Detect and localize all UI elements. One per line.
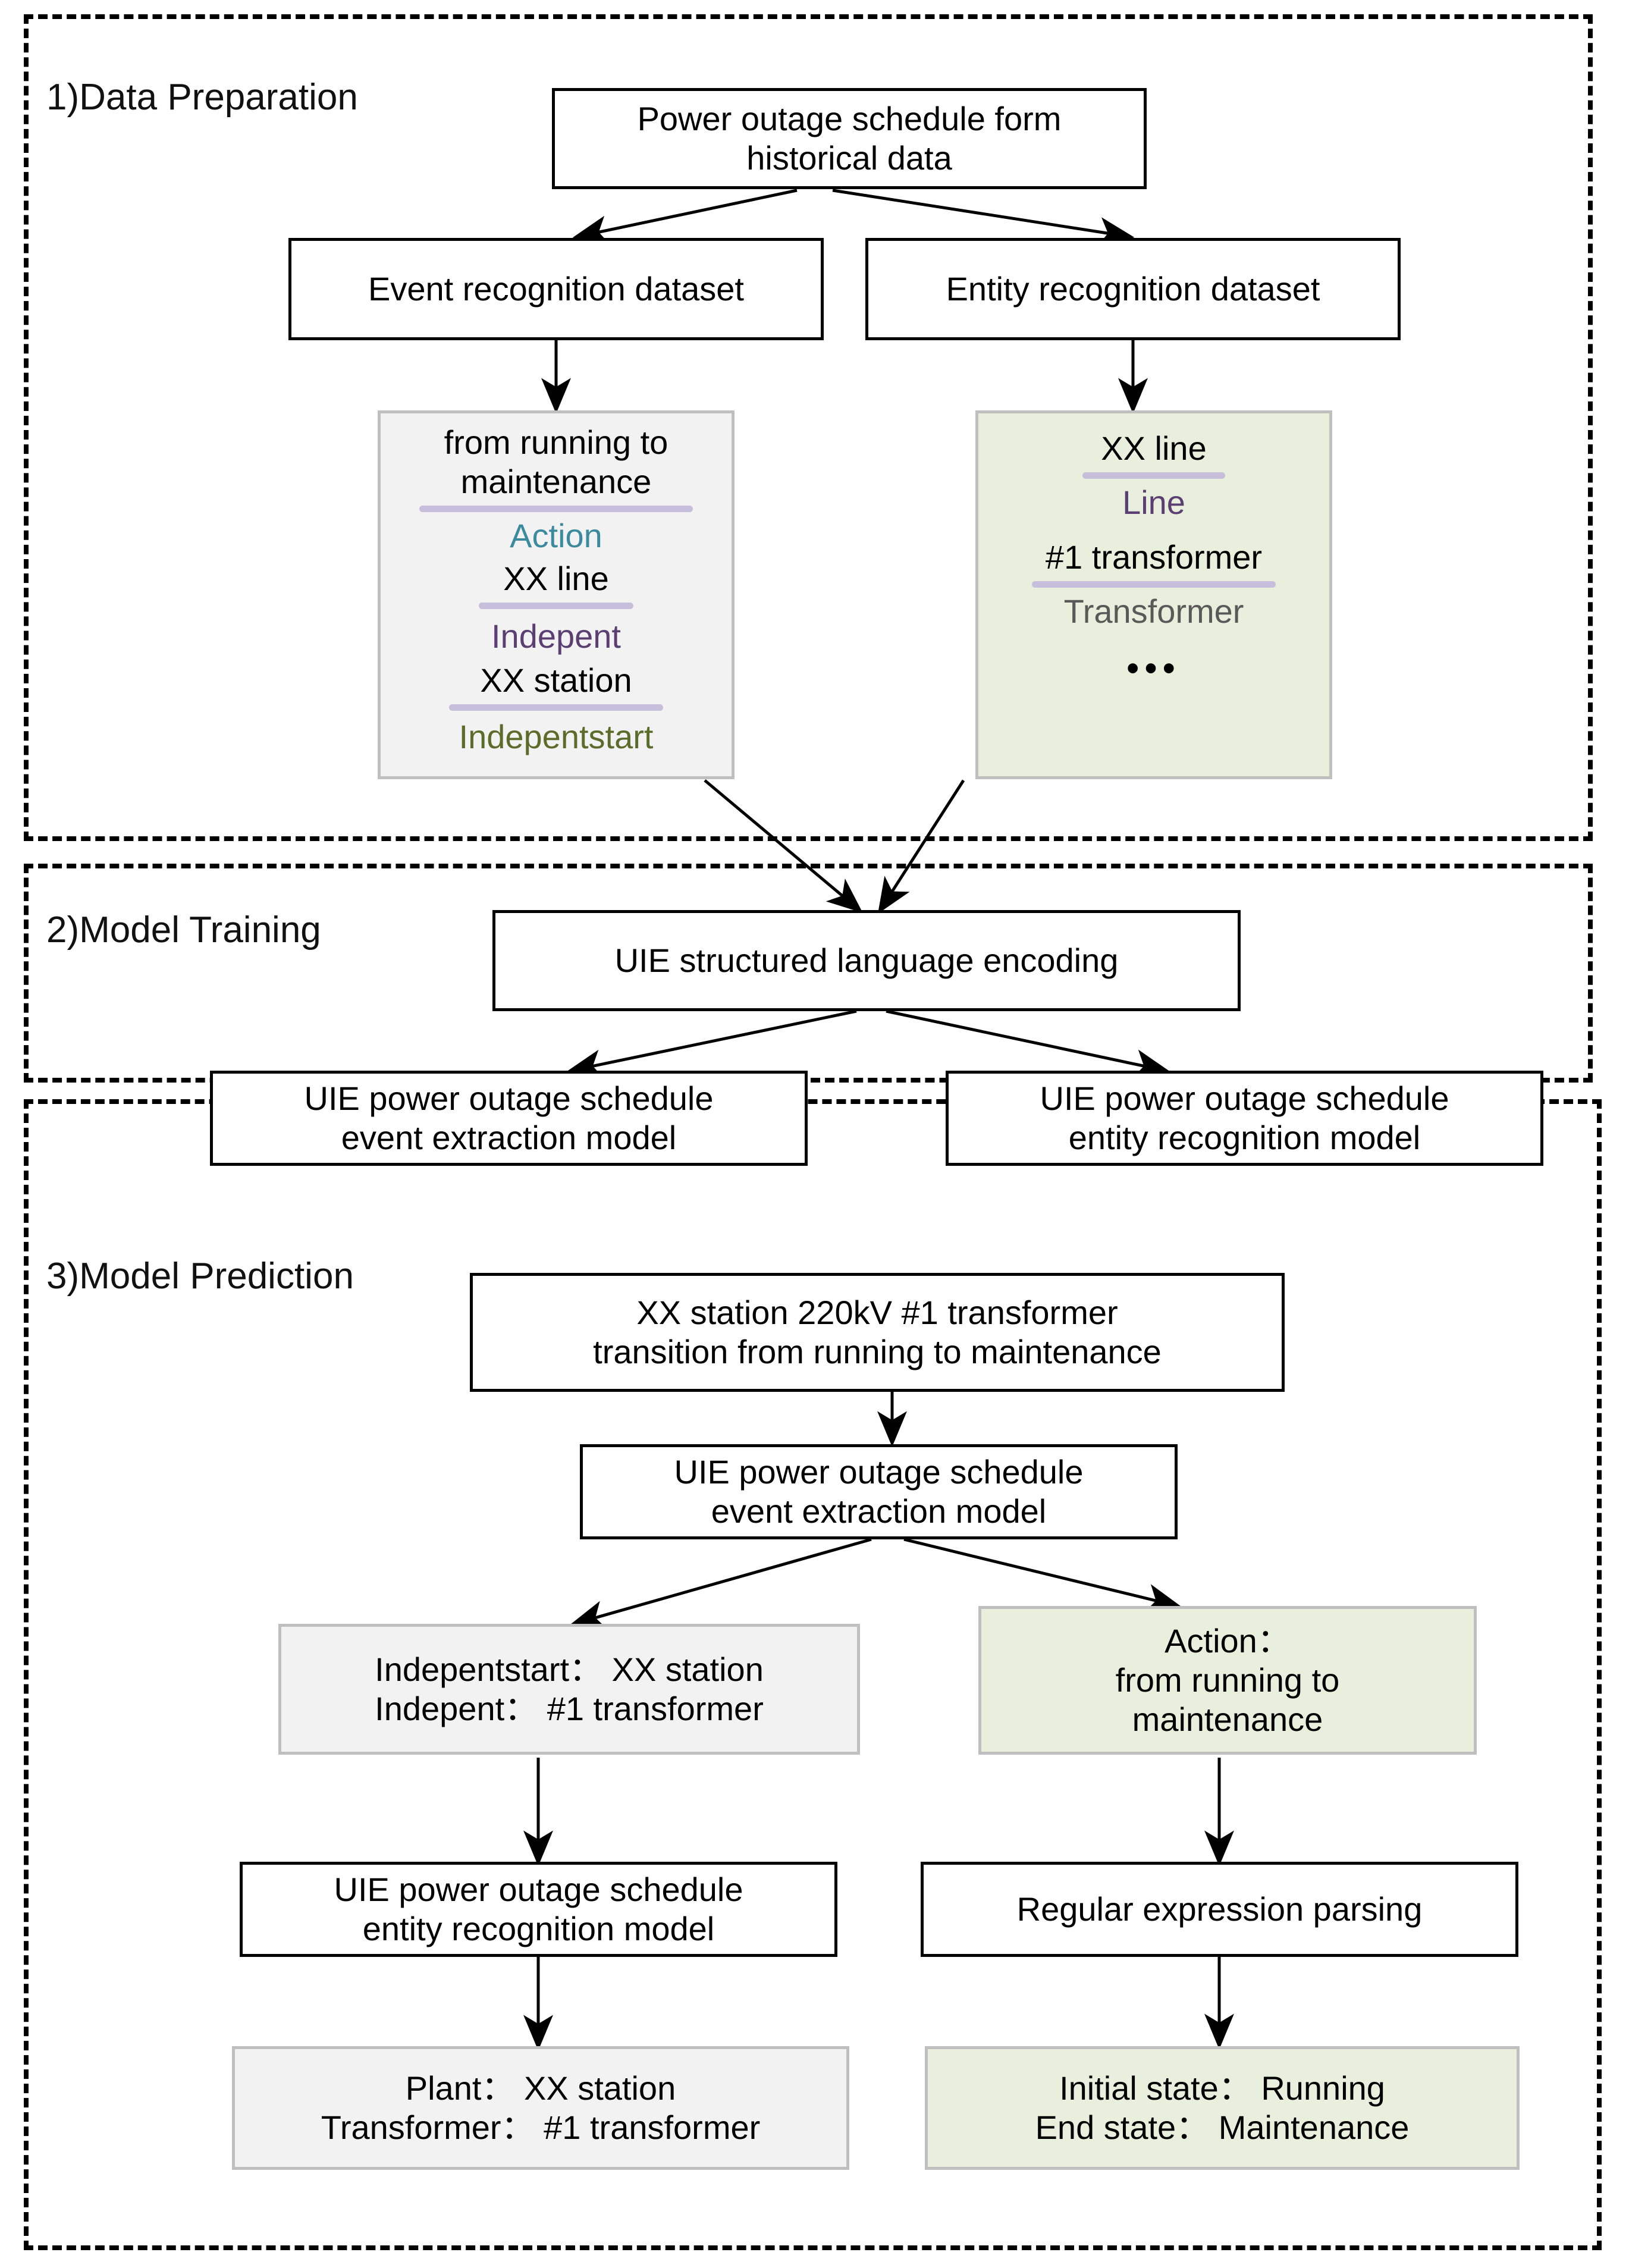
node-regex-parsing[interactable]: Regular expression parsing bbox=[921, 1862, 1518, 1957]
entity-sample-label1: Line bbox=[1122, 484, 1185, 522]
source-line-1: Power outage schedule form bbox=[637, 99, 1062, 137]
node-uie-encoder[interactable]: UIE structured language encoding bbox=[492, 910, 1241, 1011]
action-result-line-1: Action： bbox=[1165, 1621, 1291, 1660]
prediction-input-line-1: XX station 220kV #1 transformer bbox=[636, 1293, 1118, 1331]
node-prediction-input[interactable]: XX station 220kV #1 transformer transiti… bbox=[470, 1273, 1285, 1392]
node-event-extraction-model-prediction[interactable]: UIE power outage schedule event extracti… bbox=[580, 1444, 1178, 1539]
source-line-2: historical data bbox=[746, 139, 952, 177]
event-sample-label1: Action bbox=[510, 517, 602, 555]
event-result-line-1: Indepentstart： XX station bbox=[375, 1650, 764, 1688]
card-state-result[interactable]: Initial state： Running End state： Mainte… bbox=[925, 2046, 1520, 2170]
event-dataset-label: Event recognition dataset bbox=[368, 269, 744, 308]
underline-5 bbox=[1032, 581, 1276, 588]
event-sample-label3: Indepentstart bbox=[459, 718, 654, 756]
uie-encoder-label: UIE structured language encoding bbox=[614, 941, 1119, 979]
underline-3 bbox=[449, 704, 663, 711]
section-label-model-prediction: 3)Model Prediction bbox=[46, 1256, 354, 1297]
event-result-line-2: Indepent： #1 transformer bbox=[375, 1690, 764, 1727]
entity-sample-text1: XX line bbox=[1101, 429, 1207, 467]
card-event-extraction-result[interactable]: Indepentstart： XX station Indepent： #1 t… bbox=[278, 1624, 860, 1755]
section-label-model-training: 2)Model Training bbox=[46, 909, 321, 951]
entity-sample-text2: #1 transformer bbox=[1045, 538, 1263, 576]
card-action-result[interactable]: Action： from running to maintenance bbox=[978, 1606, 1477, 1755]
action-result-line-3: maintenance bbox=[1132, 1701, 1323, 1739]
node-event-recognition-dataset[interactable]: Event recognition dataset bbox=[288, 238, 824, 340]
regex-label: Regular expression parsing bbox=[1016, 1890, 1423, 1928]
train-event-model-line-2: event extraction model bbox=[341, 1119, 677, 1156]
action-result-line-2: from running to bbox=[1115, 1661, 1340, 1699]
predict-event-model-line-2: event extraction model bbox=[711, 1492, 1047, 1530]
ellipsis-icon: ••• bbox=[1126, 649, 1181, 688]
predict-event-model-line-1: UIE power outage schedule bbox=[674, 1453, 1084, 1491]
node-event-extraction-model-training[interactable]: UIE power outage schedule event extracti… bbox=[210, 1071, 808, 1166]
underline-2 bbox=[479, 603, 633, 610]
card-event-sample[interactable]: from running to maintenance Action XX li… bbox=[378, 410, 735, 779]
event-sample-text1-line1: from running to bbox=[444, 424, 668, 461]
underline-4 bbox=[1082, 472, 1225, 479]
node-entity-recognition-model-prediction[interactable]: UIE power outage schedule entity recogni… bbox=[240, 1862, 837, 1957]
event-sample-text1-line2: maintenance bbox=[460, 463, 652, 501]
event-sample-text2: XX line bbox=[503, 560, 609, 598]
entity-result-line-1: Plant： XX station bbox=[405, 2069, 676, 2107]
node-source-historical-data[interactable]: Power outage schedule form historical da… bbox=[552, 88, 1147, 189]
underline-1 bbox=[419, 506, 693, 513]
section-frame-model-prediction bbox=[24, 1099, 1602, 2250]
node-entity-recognition-dataset[interactable]: Entity recognition dataset bbox=[865, 238, 1401, 340]
state-result-line-1: Initial state： Running bbox=[1059, 2069, 1385, 2107]
predict-entity-model-line-2: entity recognition model bbox=[362, 1910, 715, 1947]
card-entity-sample[interactable]: XX line Line #1 transformer Transformer … bbox=[975, 410, 1332, 779]
card-entity-recognition-result[interactable]: Plant： XX station Transformer： #1 transf… bbox=[232, 2046, 849, 2170]
train-entity-model-line-1: UIE power outage schedule bbox=[1040, 1079, 1449, 1117]
prediction-input-line-2: transition from running to maintenance bbox=[593, 1333, 1162, 1370]
event-sample-label2: Indepent bbox=[491, 617, 621, 655]
entity-sample-label2: Transformer bbox=[1063, 592, 1244, 630]
state-result-line-2: End state： Maintenance bbox=[1035, 2109, 1410, 2146]
event-sample-text3: XX station bbox=[480, 661, 632, 699]
train-entity-model-line-2: entity recognition model bbox=[1068, 1119, 1421, 1156]
entity-result-line-2: Transformer： #1 transformer bbox=[321, 2109, 761, 2146]
predict-entity-model-line-1: UIE power outage schedule bbox=[334, 1870, 743, 1908]
entity-dataset-label: Entity recognition dataset bbox=[946, 269, 1320, 308]
node-entity-recognition-model-training[interactable]: UIE power outage schedule entity recogni… bbox=[946, 1071, 1543, 1166]
train-event-model-line-1: UIE power outage schedule bbox=[304, 1079, 714, 1117]
section-label-data-preparation: 1)Data Preparation bbox=[46, 77, 358, 118]
